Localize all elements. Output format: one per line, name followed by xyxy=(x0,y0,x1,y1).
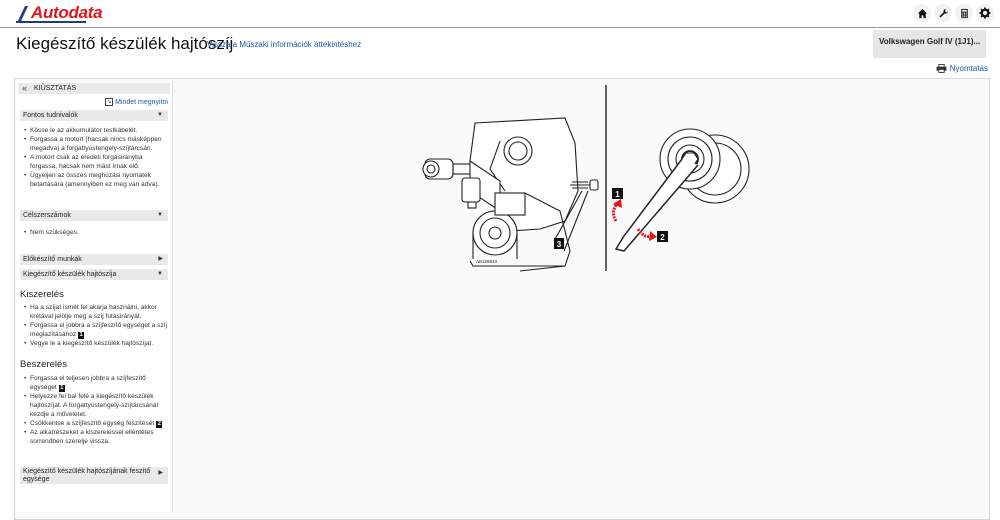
callout-3-label: 3 xyxy=(557,240,562,249)
callout-2-label: 2 xyxy=(660,233,665,242)
show-all-label: Mindet megnyitni xyxy=(115,98,168,106)
autodata-logo[interactable]: Autodata xyxy=(16,3,103,23)
sidebar: « KIÜSZTATÁS ↘ Mindet megnyitni Fontos t… xyxy=(16,81,173,512)
section-tensioner[interactable]: Kiegészítő készülék hajtószíjának feszít… xyxy=(20,467,168,484)
expand-all-icon: ↘ xyxy=(105,98,114,106)
callout-1-label: 1 xyxy=(615,190,620,199)
rotation-arrow-right-icon xyxy=(636,228,657,241)
section-prep-label: Előkészítő munkák xyxy=(23,256,82,263)
wrench-icon[interactable] xyxy=(934,4,952,22)
chevron-down-icon: ▼ xyxy=(157,112,163,118)
chevron-down-icon: ▼ xyxy=(157,271,163,277)
callout-2-badge: 2 xyxy=(657,231,668,242)
list-item-text: Forgassa el teljesen jobbra a szíjfeszít… xyxy=(30,375,146,391)
list-item-text: Forgassa el jobbra a szíjfeszítő egysége… xyxy=(30,322,168,338)
list-item: Csökkentse a szíjfeszítő egység feszítés… xyxy=(24,419,168,428)
section-tensioner-label: Kiegészítő készülék hajtószíjának feszít… xyxy=(23,468,151,483)
rotation-arrow-up-icon xyxy=(611,199,622,222)
chevron-right-icon: ▶ xyxy=(158,256,163,262)
callout-badge: 2 xyxy=(156,421,163,428)
callout-badge: 1 xyxy=(78,332,85,339)
print-link[interactable]: Nyomtatás xyxy=(936,64,988,73)
belt-diagram: 3 AB126833 1 2 xyxy=(422,85,750,272)
removal-list: Ha a szíjat ismét fel akarja használni, … xyxy=(24,303,168,348)
section-belt-label: Kiegészítő készülék hajtószíja xyxy=(23,271,117,278)
back-to-overview-link[interactable]: Vissza a Műszaki információk áttekintésh… xyxy=(207,40,362,49)
list-item-text: Csökkentse a szíjfeszítő egység feszítés… xyxy=(30,420,155,427)
callout-1-badge: 1 xyxy=(612,188,623,199)
removal-title: Kiszerelés xyxy=(20,289,64,300)
section-important-label: Fontos tudnivalók xyxy=(23,112,78,119)
logo-mark-icon xyxy=(18,6,28,21)
list-item: Forgassa el jobbra a szíjfeszítő egysége… xyxy=(24,321,168,339)
print-label: Nyomtatás xyxy=(949,64,988,73)
section-tools-label: Célszerszámok xyxy=(23,212,71,219)
list-item: Vegye le a kiegészítő készülék hajtószíj… xyxy=(24,339,168,348)
show-all-link[interactable]: ↘ Mindet megnyitni xyxy=(105,98,168,106)
list-item: Kösse le az akkumulátor testkábelét. xyxy=(24,126,168,135)
printer-icon xyxy=(936,64,947,73)
list-item: Ügyeljen az összes meghúzási nyomaték be… xyxy=(24,171,168,189)
sidebar-header[interactable]: « KIÜSZTATÁS xyxy=(18,83,170,94)
calculator-icon[interactable] xyxy=(955,4,973,22)
list-item: Forgassa el teljesen jobbra a szíjfeszít… xyxy=(24,374,168,392)
section-tools[interactable]: Célszerszámok ▼ xyxy=(20,210,168,221)
sidebar-header-label: KIÜSZTATÁS xyxy=(34,85,77,92)
chevron-right-icon: ▶ xyxy=(158,470,163,476)
top-icons xyxy=(913,4,994,22)
tools-list: Nem szükséges. xyxy=(24,228,168,237)
logo-underline xyxy=(16,21,86,23)
gear-icon[interactable] xyxy=(976,4,994,22)
list-item: Forgassa a motort (hacsak nincs másképpe… xyxy=(24,135,168,153)
vehicle-selector[interactable]: Volkswagen Golf IV (1J1)... xyxy=(873,30,986,58)
list-item: Helyezze fel bal felé a kiegészítő készü… xyxy=(24,392,168,419)
top-bar: Autodata xyxy=(0,0,1000,28)
section-prep[interactable]: Előkészítő munkák ▶ xyxy=(20,254,168,265)
section-important[interactable]: Fontos tudnivalók ▼ xyxy=(20,110,168,121)
page-title: Kiegészítő készülék hajtószíj xyxy=(16,34,234,53)
list-item: Ha a szíjat ismét fel akarja használni, … xyxy=(24,303,168,321)
callout-3-badge: 3 xyxy=(554,238,564,249)
engine-illustration xyxy=(422,117,599,272)
install-title: Beszerelés xyxy=(20,359,67,370)
diagram-code: AB126833 xyxy=(476,259,498,264)
collapse-icon[interactable]: « xyxy=(22,83,28,93)
logo-text: Autodata xyxy=(31,3,103,22)
list-item: Az alkatrészeket a kiszereléssel ellenté… xyxy=(24,428,168,446)
section-belt[interactable]: Kiegészítő készülék hajtószíja ▼ xyxy=(20,269,168,280)
list-item: A motort csak az eredeti forgásirányba f… xyxy=(24,153,168,171)
home-icon[interactable] xyxy=(913,4,931,22)
important-list: Kösse le az akkumulátor testkábelét. For… xyxy=(24,126,168,189)
chevron-down-icon: ▼ xyxy=(157,212,163,218)
tensioner-illustration xyxy=(614,128,750,252)
list-item: Nem szükséges. xyxy=(24,228,168,237)
callout-badge: 1 xyxy=(58,385,65,392)
install-list: Forgassa el teljesen jobbra a szíjfeszít… xyxy=(24,374,168,446)
